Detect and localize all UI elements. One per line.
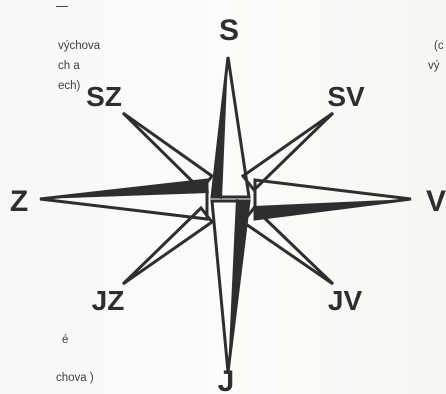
compass-south-fill [228,199,249,372]
label-west: Z [10,185,28,218]
label-south: J [218,365,235,394]
compass-north-fill [212,57,228,199]
compass-point-northeast [243,113,333,190]
compass-point-northwest [123,113,212,190]
label-northeast: SV [327,81,365,112]
compass-west-fill [40,180,209,199]
label-north: S [219,14,239,47]
compass-east-fill [253,199,411,219]
label-southeast: JV [328,285,363,316]
label-east: V [426,185,446,218]
label-northwest: SZ [86,81,122,112]
label-southwest: JZ [92,285,125,316]
